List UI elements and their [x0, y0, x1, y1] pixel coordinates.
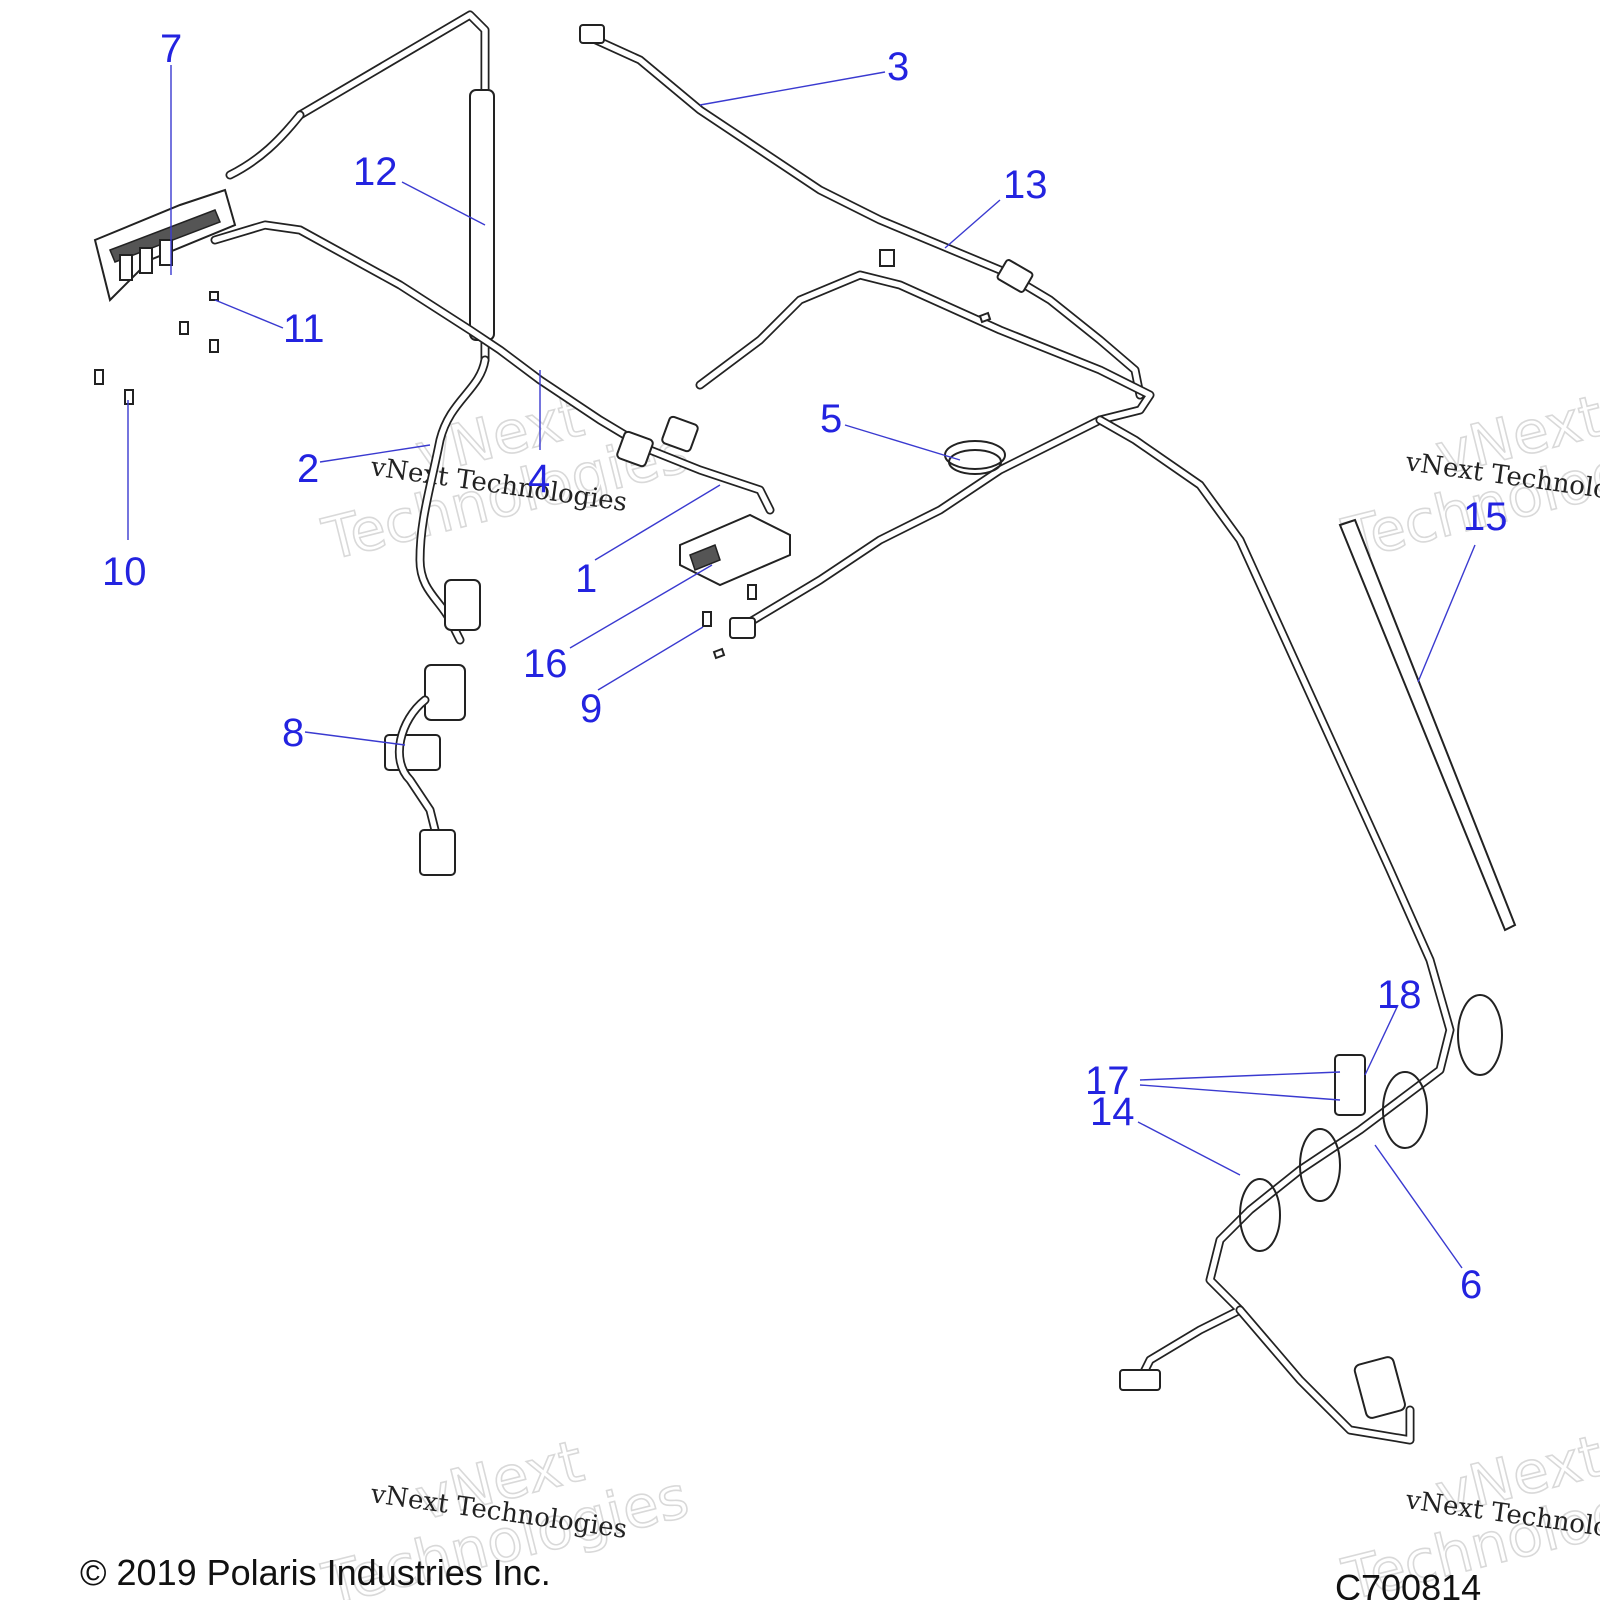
callout-5: 5: [820, 397, 842, 441]
callout-14: 14: [1090, 1090, 1135, 1134]
connector: [616, 430, 654, 468]
screw: [209, 339, 219, 353]
callout-17: 17: [1085, 1059, 1130, 1103]
watermark-group: vNext Technologies: [315, 381, 696, 575]
figure-id: C700814: [1335, 1567, 1481, 1600]
leader-lines: [127, 65, 1476, 1269]
leader-14: [1137, 1121, 1241, 1176]
leader-16: [569, 564, 713, 649]
leader-5: [844, 424, 961, 461]
pin: [712, 647, 726, 660]
callout-16: 16: [523, 642, 568, 686]
harness-4: [210, 220, 775, 515]
fuse-box-7: [93, 188, 237, 302]
callout-15: 15: [1463, 495, 1508, 539]
module-8: [384, 664, 466, 876]
leader-1: [594, 484, 721, 561]
harness-5: [695, 270, 1155, 639]
connector: [729, 617, 756, 639]
pin: [978, 311, 992, 324]
screw: [94, 369, 104, 385]
callout-numbers: 7 12 3 13 11 10 2 4 5 1 16 9 8 15 18 17 …: [102, 27, 1508, 1307]
vertical-tube: [469, 89, 495, 341]
fasteners: [94, 249, 992, 660]
cable-loop: [1382, 1071, 1428, 1149]
copyright-text: © 2019 Polaris Industries Inc.: [80, 1552, 551, 1593]
leader-13: [944, 199, 1001, 249]
callout-2: 2: [297, 447, 319, 491]
callout-18: 18: [1377, 973, 1422, 1017]
footer: © 2019 Polaris Industries Inc. C700814: [80, 1552, 1481, 1600]
harness-3: [579, 24, 1145, 400]
connector: [444, 579, 481, 631]
leader-6: [1374, 1144, 1463, 1269]
callout-13: 13: [1003, 163, 1048, 207]
screw-10: [124, 389, 134, 405]
screw: [747, 584, 757, 600]
screw-9: [702, 611, 712, 627]
callout-9: 9: [580, 687, 602, 731]
callout-11: 11: [283, 307, 325, 351]
leader-15: [1417, 544, 1476, 683]
callout-4: 4: [528, 457, 550, 501]
connector: [579, 24, 605, 44]
trim-strip-15: [1338, 518, 1517, 932]
connector: [996, 259, 1034, 293]
clip: [879, 249, 895, 267]
leader-17b: [1139, 1084, 1341, 1101]
connector: [1334, 1054, 1366, 1116]
callout-3: 3: [887, 45, 909, 89]
leader-18: [1364, 1004, 1399, 1076]
leader-2: [319, 444, 431, 463]
leader-17a: [1139, 1071, 1341, 1081]
cable-loop: [1239, 1178, 1281, 1252]
callout-1: 1: [575, 557, 597, 601]
nut-11: [209, 291, 219, 301]
harness-6: [1095, 415, 1503, 1445]
leader-11: [214, 299, 284, 329]
callout-7: 7: [160, 27, 182, 71]
connector: [1119, 1369, 1161, 1391]
cable-loop: [1457, 994, 1503, 1076]
harness-2: [415, 355, 490, 645]
leader-8: [304, 731, 406, 746]
leader-3: [699, 71, 886, 106]
line-art: [93, 10, 1517, 1445]
callout-10: 10: [102, 550, 147, 594]
coiled-cable: [948, 449, 1002, 475]
callout-6: 6: [1460, 1263, 1482, 1307]
callout-8: 8: [282, 711, 304, 755]
cable-loop: [1299, 1128, 1341, 1202]
leader-12: [401, 181, 486, 226]
leader-9: [597, 626, 704, 691]
screw: [179, 321, 189, 335]
callout-12: 12: [353, 150, 398, 194]
connector: [1353, 1356, 1406, 1419]
connector: [661, 415, 699, 453]
